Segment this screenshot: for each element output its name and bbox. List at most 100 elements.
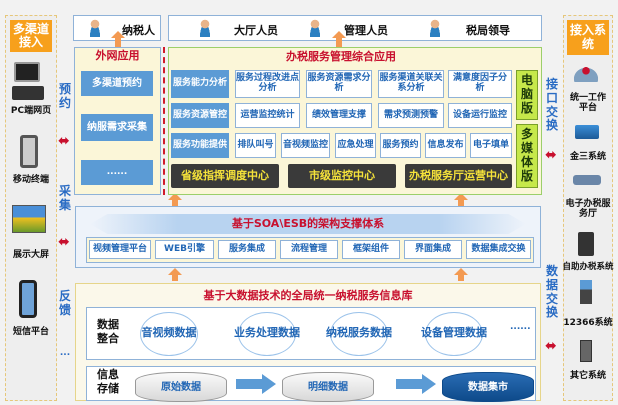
up-arrow-icon [168, 193, 182, 200]
system-e-tax-hall: 电子办税服务厅 [565, 199, 611, 219]
soa-item[interactable]: WEB引擎 [155, 240, 214, 259]
main-item[interactable]: 满意度因子分析 [448, 70, 512, 98]
arrow-stem [115, 38, 121, 47]
arrow-stem [458, 200, 464, 206]
label-collect: 采集 [58, 184, 71, 212]
pc-icon-base [12, 86, 44, 100]
soa-item[interactable]: 界面集成 [404, 240, 462, 259]
storage-mart: 数据集市 [442, 372, 534, 402]
soa-item[interactable]: 视频管理平台 [89, 240, 151, 259]
data-ring-icon [425, 312, 483, 356]
double-arrow-icon: ⬌ [545, 147, 557, 163]
screen-icon [12, 205, 46, 233]
left-panel-title: 多渠道接入 [10, 20, 52, 52]
integration-more: ...... [510, 322, 531, 332]
terminal-icon [580, 280, 592, 304]
up-arrow-icon [332, 31, 346, 38]
person-icon [428, 19, 442, 37]
workstation-icon [572, 66, 600, 82]
main-item[interactable]: 服务渠道关联关系分析 [378, 70, 444, 98]
up-arrow-icon [111, 31, 125, 38]
double-arrow-icon: ⬌ [58, 234, 70, 250]
up-arrow-icon [168, 268, 182, 275]
soa-item[interactable]: 流程管理 [280, 240, 338, 259]
label-feedback: 反馈 [58, 289, 71, 317]
external-item[interactable]: 纳服需求采集 [81, 114, 153, 141]
channel-pc: PC端网页 [10, 106, 52, 117]
integration-item: 设备管理数据 [421, 326, 487, 339]
main-item[interactable]: 电子填单 [470, 133, 512, 158]
integration-item: 业务处理数据 [234, 326, 300, 339]
center-city[interactable]: 市级监控中心 [288, 164, 396, 188]
channel-screen: 展示大屏 [12, 250, 49, 261]
version-multimedia[interactable]: 多媒体版 [516, 124, 538, 188]
external-item[interactable]: ...... [81, 160, 153, 185]
main-item[interactable]: 排队叫号 [235, 133, 276, 158]
system-12366: 12366系统 [563, 318, 613, 329]
main-item[interactable]: 需求预测预警 [378, 103, 444, 128]
data-ring-icon [140, 312, 198, 356]
main-item[interactable]: 服务预约 [380, 133, 421, 158]
right-arrow-icon [236, 374, 276, 394]
main-item[interactable]: 服务功能提供 [171, 133, 229, 158]
monitor-icon [575, 125, 599, 139]
pc-icon [14, 62, 40, 82]
staff-bar [168, 15, 542, 41]
external-app-title: 外网应用 [95, 49, 140, 62]
system-unified-platform: 统一工作平台 [569, 93, 606, 113]
role-manager: 管理人员 [344, 24, 388, 37]
arrow-stem [172, 275, 178, 281]
channel-sms: 短信平台 [12, 327, 49, 338]
main-item[interactable]: 应急处理 [335, 133, 376, 158]
main-app-title: 办税服务管理综合应用 [286, 50, 396, 63]
system-golden-tax: 金三系统 [569, 152, 606, 163]
kiosk-icon [578, 232, 594, 256]
version-pc[interactable]: 电脑版 [516, 70, 538, 120]
external-item[interactable]: 多渠道预约 [81, 71, 153, 96]
label-appointment: 预约 [58, 82, 71, 110]
label-data-exchange: 数据交换 [545, 264, 558, 320]
data-layer-title: 基于大数据技术的全局统一纳税服务信息库 [203, 289, 413, 302]
divider-dashed [163, 47, 165, 195]
storage-label: 信息存储 [97, 368, 119, 396]
soa-title: 基于SOA\ESB的架构支撑体系 [90, 214, 526, 234]
main-item[interactable]: 音视频监控 [281, 133, 330, 158]
up-arrow-icon [454, 193, 468, 200]
main-item[interactable]: 服务过程改进点分析 [235, 70, 300, 98]
center-provincial[interactable]: 省级指挥调度中心 [171, 164, 279, 188]
person-icon [198, 19, 212, 37]
integration-item: 纳税服务数据 [326, 326, 392, 339]
right-arrow-icon [396, 374, 436, 394]
arrow-stem [172, 200, 178, 206]
system-self-service: 自助办税系统 [562, 262, 614, 273]
device-icon [580, 340, 592, 362]
integration-label: 数据整合 [97, 318, 119, 346]
arrow-stem [458, 275, 464, 281]
right-panel-title: 接入系统 [567, 20, 609, 55]
main-item[interactable]: 设备运行监控 [448, 103, 512, 128]
arrow-stem [336, 38, 342, 47]
main-item[interactable]: 服务能力分析 [171, 70, 229, 98]
soa-item[interactable]: 服务集成 [218, 240, 276, 259]
main-item[interactable]: 服务资源管控 [171, 103, 229, 128]
data-ring-icon [238, 312, 296, 356]
main-item[interactable]: 服务资源需求分析 [306, 70, 372, 98]
main-item[interactable]: 信息发布 [425, 133, 466, 158]
tablet-icon [20, 135, 38, 168]
double-arrow-icon: ⬌ [545, 338, 557, 354]
phone-icon [19, 280, 37, 318]
integration-item: 音视频数据 [141, 326, 197, 339]
role-leader: 税局领导 [466, 24, 510, 37]
main-item[interactable]: 绩效管理支撑 [306, 103, 372, 128]
storage-raw: 原始数据 [135, 372, 227, 402]
channel-mobile: 移动终端 [12, 175, 49, 186]
label-more: ... [59, 348, 71, 358]
soa-item[interactable]: 数据集成交换 [466, 240, 531, 259]
storage-detail: 明细数据 [282, 372, 374, 402]
soa-item[interactable]: 框架组件 [342, 240, 400, 259]
label-interface-exchange: 接口交换 [545, 77, 558, 133]
main-item[interactable]: 运营监控统计 [235, 103, 300, 128]
role-taxpayer: 纳税人 [122, 24, 155, 37]
center-hall-ops[interactable]: 办税服务厅运营中心 [405, 164, 512, 188]
double-arrow-icon: ⬌ [58, 133, 70, 149]
